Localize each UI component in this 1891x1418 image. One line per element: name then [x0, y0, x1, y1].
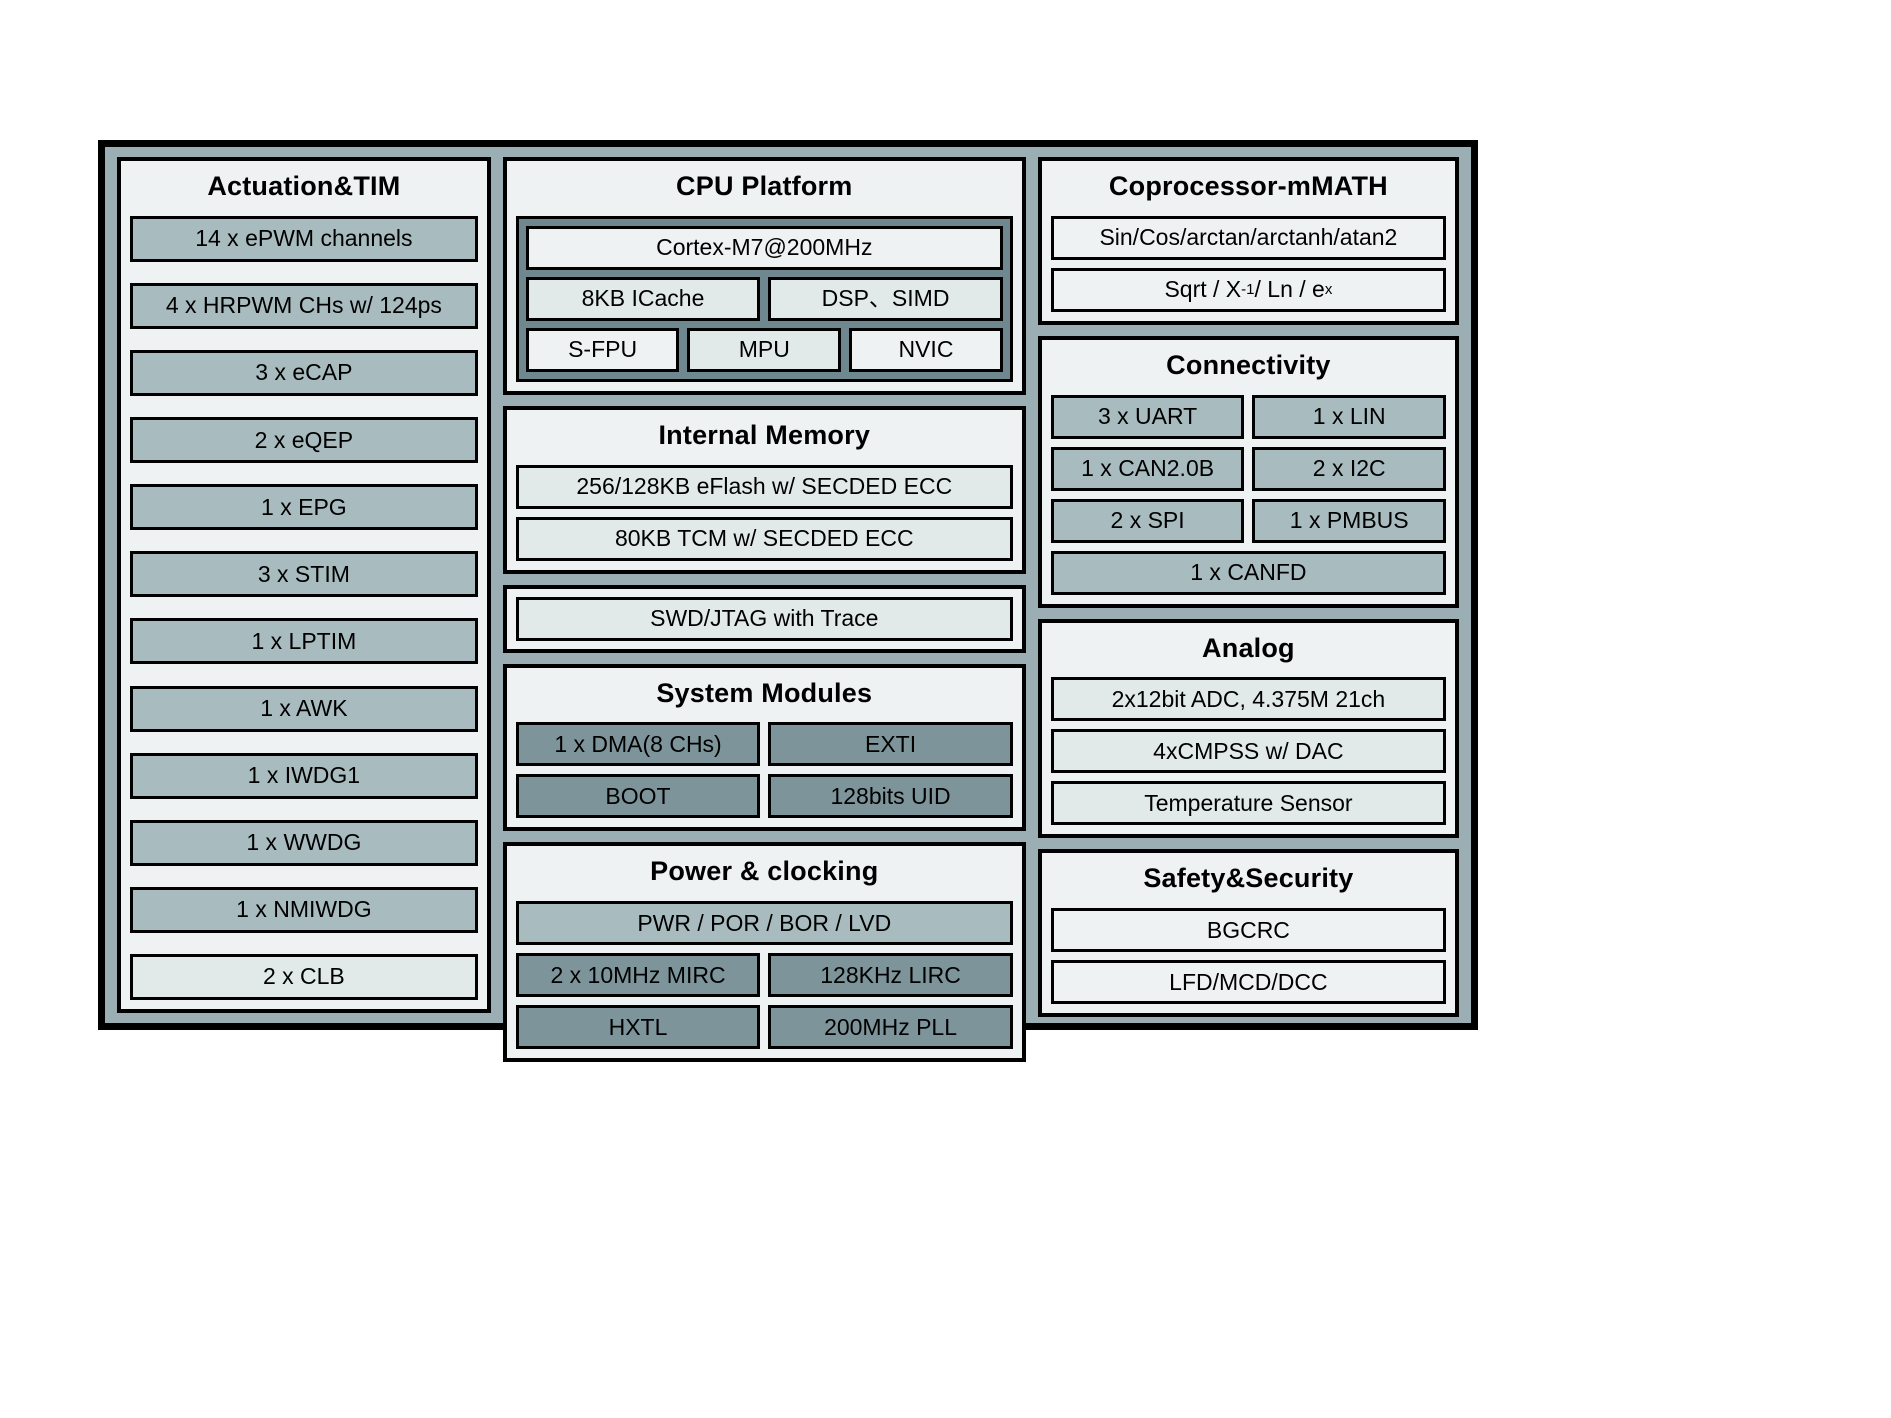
group-title-internal-memory: Internal Memory: [658, 419, 871, 450]
right-column: Coprocessor-mMATH Sin/Cos/arctan/arctanh…: [1037, 157, 1459, 1017]
analog-item[interactable]: 4xCMPSS w/ DAC: [1050, 729, 1446, 774]
system-module-item[interactable]: BOOT: [515, 774, 761, 819]
cpu-unit[interactable]: NVIC: [849, 327, 1003, 372]
system-row-a: 1 x DMA(8 CHs)EXTI: [515, 722, 1013, 767]
cpu-unit[interactable]: MPU: [687, 327, 842, 372]
group-safety-security: Safety&Security BGCRC LFD/MCD/DCC: [1037, 849, 1459, 1017]
power-wide-block[interactable]: PWR / POR / BOR / LVD: [515, 901, 1013, 945]
actuation-item[interactable]: 1 x WWDG: [130, 819, 478, 866]
group-title-connectivity: Connectivity: [1166, 349, 1331, 380]
actuation-item[interactable]: 3 x STIM: [130, 551, 478, 598]
group-cpu-platform: CPU Platform Cortex-M7@200MHz 8KB ICache…: [502, 157, 1026, 395]
group-power-clocking: Power & clocking PWR / POR / BOR / LVD 2…: [502, 842, 1026, 1062]
sqrt-mid: / Ln / e: [1254, 276, 1325, 303]
actuation-item-list: 14 x ePWM channels 4 x HRPWM CHs w/ 124ps…: [130, 215, 478, 1000]
cpu-unit[interactable]: DSP、SIMD: [768, 276, 1003, 321]
group-title-coprocessor-mmath: Coprocessor-mMATH: [1108, 171, 1388, 201]
debug-item[interactable]: SWD/JTAG with Trace: [515, 596, 1013, 641]
memory-item[interactable]: 80KB TCM w/ SECDED ECC: [515, 516, 1013, 561]
actuation-item[interactable]: 3 x eCAP: [130, 349, 478, 396]
power-item[interactable]: HXTL: [515, 1005, 761, 1049]
connectivity-item[interactable]: 1 x PMBUS: [1252, 498, 1447, 543]
coprocessor-item-list: Sin/Cos/arctan/arctanh/atan2: [1050, 215, 1446, 260]
analog-item[interactable]: 2x12bit ADC, 4.375M 21ch: [1050, 677, 1446, 722]
sqrt-pre: Sqrt / X: [1164, 276, 1242, 303]
group-coprocessor-mmath: Coprocessor-mMATH Sin/Cos/arctan/arctanh…: [1037, 157, 1459, 325]
group-internal-memory: Internal Memory 256/128KB eFlash w/ SECD…: [502, 405, 1026, 574]
cpu-unit[interactable]: S-FPU: [525, 327, 680, 372]
actuation-item[interactable]: 1 x EPG: [130, 484, 478, 531]
actuation-item[interactable]: 2 x CLB: [130, 953, 478, 1000]
group-title-system-modules: System Modules: [656, 677, 873, 708]
connectivity-item[interactable]: 1 x CAN2.0B: [1050, 446, 1245, 491]
connectivity-item[interactable]: 2 x SPI: [1050, 498, 1245, 543]
memory-item-list: 256/128KB eFlash w/ SECDED ECC 80KB TCM w…: [515, 464, 1013, 561]
coprocessor-item[interactable]: Sin/Cos/arctan/arctanh/atan2: [1050, 215, 1446, 260]
group-analog: Analog 2x12bit ADC, 4.375M 21ch 4xCMPSS w…: [1037, 618, 1459, 839]
system-module-item[interactable]: EXTI: [768, 722, 1013, 767]
left-column: Actuation&TIM 14 x ePWM channels 4 x HRPW…: [117, 157, 491, 1013]
cpu-core-block[interactable]: Cortex-M7@200MHz: [525, 225, 1003, 270]
connectivity-item[interactable]: 1 x LIN: [1252, 394, 1447, 439]
group-title-analog: Analog: [1202, 632, 1295, 663]
safety-item[interactable]: LFD/MCD/DCC: [1050, 960, 1446, 1004]
power-item[interactable]: 128KHz LIRC: [768, 953, 1013, 997]
actuation-item[interactable]: 1 x IWDG1: [130, 752, 478, 799]
safety-item[interactable]: BGCRC: [1050, 908, 1446, 952]
connectivity-item[interactable]: 2 x I2C: [1252, 446, 1447, 491]
group-title-power-clocking: Power & clocking: [650, 856, 879, 887]
actuation-item[interactable]: 2 x eQEP: [130, 417, 478, 464]
actuation-item[interactable]: 4 x HRPWM CHs w/ 124ps: [130, 282, 478, 329]
group-debug: SWD/JTAG with Trace: [502, 584, 1026, 653]
analog-item[interactable]: Temperature Sensor: [1050, 781, 1446, 826]
actuation-item[interactable]: 1 x NMIWDG: [130, 886, 478, 933]
power-item[interactable]: 2 x 10MHz MIRC: [515, 953, 761, 997]
cpu-unit[interactable]: 8KB ICache: [525, 276, 761, 321]
connectivity-canfd-block[interactable]: 1 x CANFD: [1050, 550, 1446, 595]
chip-block-diagram: Actuation&TIM 14 x ePWM channels 4 x HRPW…: [98, 140, 1478, 1062]
group-title-cpu-platform: CPU Platform: [676, 171, 853, 201]
power-item[interactable]: 200MHz PLL: [768, 1005, 1013, 1049]
middle-column: CPU Platform Cortex-M7@200MHz 8KB ICache…: [502, 157, 1026, 1062]
safety-item-list: BGCRC LFD/MCD/DCC: [1050, 908, 1446, 1004]
connectivity-item[interactable]: 3 x UART: [1050, 394, 1245, 439]
group-actuation-tim: Actuation&TIM 14 x ePWM channels 4 x HRPW…: [117, 157, 491, 1013]
system-module-item[interactable]: 128bits UID: [768, 774, 1013, 819]
debug-item-list: SWD/JTAG with Trace: [515, 596, 1013, 641]
system-module-item[interactable]: 1 x DMA(8 CHs): [515, 722, 761, 767]
actuation-item[interactable]: 14 x ePWM channels: [130, 215, 478, 262]
group-title-safety-security: Safety&Security: [1143, 863, 1354, 894]
actuation-item[interactable]: 1 x AWK: [130, 685, 478, 732]
actuation-item[interactable]: 1 x LPTIM: [130, 618, 478, 665]
analog-item-list: 2x12bit ADC, 4.375M 21ch 4xCMPSS w/ DAC Te…: [1050, 677, 1446, 826]
group-title-actuation-tim: Actuation&TIM: [207, 171, 401, 201]
memory-item[interactable]: 256/128KB eFlash w/ SECDED ECC: [515, 464, 1013, 509]
